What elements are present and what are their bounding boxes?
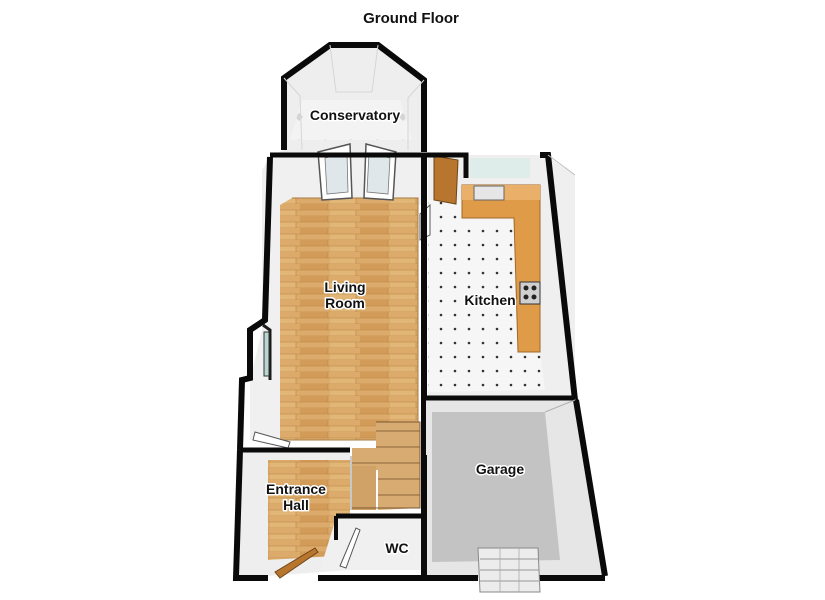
conservatory-room: Conservatory: [268, 42, 427, 157]
front-door: [274, 547, 319, 579]
conservatory-label: Conservatory: [310, 107, 400, 123]
kitchen-door: [433, 155, 459, 205]
kitchen-room: Kitchen: [419, 152, 578, 455]
french-doors: [317, 143, 397, 201]
wc-door: [339, 527, 361, 569]
sink-icon: [473, 185, 505, 201]
garage-label: Garage: [476, 461, 524, 477]
kitchen-worktop: [461, 184, 541, 353]
staircase: [346, 421, 421, 510]
wc-room: WC: [318, 455, 427, 581]
garage-door: [477, 547, 541, 593]
wc-label: WC: [385, 540, 408, 556]
garage-room: Garage: [426, 395, 608, 593]
plan-title: Ground Floor: [363, 10, 459, 27]
hob-icon: [519, 281, 541, 305]
kitchen-label: Kitchen: [464, 292, 515, 308]
